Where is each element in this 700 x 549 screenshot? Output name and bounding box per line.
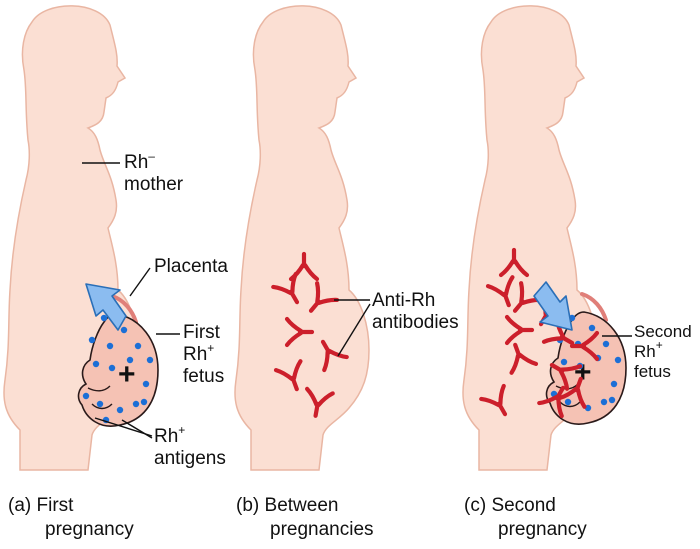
plus-sign-c: +: [574, 356, 592, 389]
arrow-down-right-c: [533, 281, 573, 331]
rh-antigen-dot-c-12: [564, 398, 572, 406]
fetus-body-a: [77, 313, 159, 427]
panel-second-pregnancy: +: [462, 5, 632, 471]
arrow-up-left-a: [85, 283, 127, 331]
fetus-a: [77, 313, 159, 427]
placenta-c: [580, 292, 608, 322]
panel-first-pregnancy: +: [3, 5, 180, 471]
leader-antigens-2: [121, 419, 153, 439]
caption-c: (c) Second pregnancy: [464, 495, 587, 540]
placenta-label: Placenta: [154, 256, 228, 277]
rh-antigen-dot-a-7: [92, 360, 100, 368]
panel-between-pregnancies: [234, 5, 371, 471]
rh-antigen-dot-a-3: [106, 342, 114, 350]
rh-antigen-dot-a-12: [96, 400, 104, 408]
rh-antigen-dot-a-8: [108, 364, 116, 372]
rh-positive-antigens-label: Rh+ antigens: [154, 423, 226, 469]
rh-antigen-dot-c-5: [602, 340, 610, 348]
rh-antigen-dot-a-1: [100, 314, 108, 322]
plus-sign-a: +: [118, 358, 136, 391]
rh-antigen-dot-c-10: [600, 398, 608, 406]
rh-antigen-dot-a-5: [134, 342, 142, 350]
caption-b: (b) Between pregnancies: [236, 495, 374, 540]
mother-silhouette-b: [234, 5, 370, 471]
rh-antigen-dot-a-15: [140, 398, 148, 406]
rh-antigen-dot-a-14: [126, 356, 134, 364]
leader-antibodies-2: [337, 303, 371, 357]
rh-antigen-dot-a-10: [132, 400, 140, 408]
placenta-a: [110, 294, 138, 324]
fetus-limb-a: [87, 385, 113, 410]
rh-antigen-dot-c-15: [608, 396, 616, 404]
rh-antigen-dot-a-11: [116, 406, 124, 414]
rh-antigen-dot-a-9: [142, 380, 150, 388]
rh-antigen-dot-a-4: [120, 326, 128, 334]
rh-antigen-dot-a-13: [82, 392, 90, 400]
caption-a: (a) First pregnancy: [8, 495, 134, 540]
rh-antigen-dot-a-2: [88, 336, 96, 344]
first-rh-positive-fetus-label: First Rh+ fetus: [183, 322, 225, 387]
rh-antigen-dot-c-6: [614, 356, 622, 364]
leader-placenta: [129, 267, 151, 297]
rh-antigen-dot-c-9: [610, 380, 618, 388]
rh-negative-mother-label: Rh– mother: [124, 149, 184, 195]
anti-rh-antibodies-label: Anti-Rh antibodies: [372, 290, 459, 333]
second-rh-positive-fetus-label: Second Rh+ fetus: [634, 322, 692, 381]
rh-antigen-dot-c-4: [588, 324, 596, 332]
rh-antigen-dot-c-7: [560, 358, 568, 366]
rh-antigen-dot-a-6: [146, 356, 154, 364]
rh-antigen-dots-a: [82, 314, 154, 424]
